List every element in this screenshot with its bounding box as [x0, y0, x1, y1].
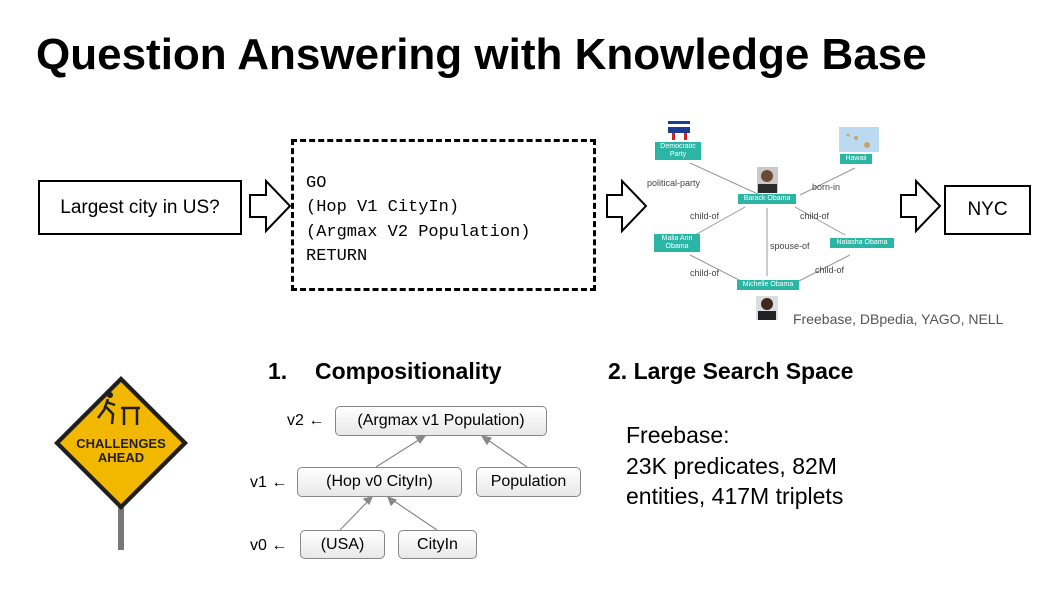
tree-node-hop: (Hop v0 CityIn): [297, 467, 462, 497]
kg-node-malia-ann-obama: Malia Ann Obama: [654, 234, 700, 252]
arrow-program-to-kg: [606, 178, 648, 234]
barack-photo-icon: [757, 167, 778, 193]
hawaii-map-icon: [839, 127, 879, 152]
challenge1-number: 1.: [268, 358, 288, 384]
challenge2-line: 23K predicates, 82M: [626, 453, 837, 479]
kg-edge-spouse-of: spouse-of: [770, 241, 810, 251]
challenge2-line: entities, 417M triplets: [626, 483, 844, 509]
kg-node-democratic-party: Democratic Party: [655, 142, 701, 160]
kb-sources-caption: Freebase, DBpedia, YAGO, NELL: [793, 311, 1004, 327]
kg-node-barack-obama: Barack Obama: [738, 194, 796, 204]
tree-connectors: [339, 435, 528, 531]
answer-box: NYC: [944, 185, 1031, 235]
sign-line: AHEAD: [97, 450, 145, 465]
tree-node-argmax: (Argmax v1 Population): [335, 406, 547, 436]
arrow-question-to-program: [249, 178, 292, 234]
slide-title: Question Answering with Knowledge Base: [36, 30, 927, 79]
michelle-photo-icon: [756, 296, 778, 320]
tree-var-v2: v2 ←: [287, 412, 325, 429]
tree-var-v0: v0 ←: [250, 537, 288, 554]
program-box: GO (Hop V1 CityIn) (Argmax V2 Population…: [291, 139, 596, 291]
question-box: Largest city in US?: [38, 180, 242, 235]
program-line: GO: [306, 174, 327, 193]
challenge2-heading: 2. Large Search Space: [608, 358, 854, 384]
kg-node-michelle-obama: Michelle Obama: [737, 280, 799, 290]
challenges-sign-text: CHALLENGES AHEAD: [62, 437, 180, 465]
kg-edge-born-in: born-in: [812, 182, 841, 192]
tree-node-usa: (USA): [300, 530, 385, 559]
program-line: RETURN: [306, 247, 368, 266]
kg-edge-political-party: political-party: [647, 178, 701, 188]
sign-line: CHALLENGES: [76, 436, 166, 451]
kg-edge-child-of: child-of: [800, 211, 830, 221]
arrow-kg-to-answer: [900, 178, 942, 234]
tree-node-cityin: CityIn: [398, 530, 477, 559]
donkey-icon: [668, 121, 690, 140]
kg-edges: [689, 162, 856, 284]
tree-var-v1: v1 ←: [250, 474, 288, 491]
challenge2-line: Freebase:: [626, 422, 730, 448]
challenge1-heading: Compositionality: [315, 358, 502, 384]
program-line: (Hop V1 CityIn): [306, 198, 460, 217]
question-text: Largest city in US?: [60, 196, 220, 218]
program-line: (Argmax V2 Population): [306, 223, 531, 242]
answer-text: NYC: [967, 199, 1008, 220]
tree-node-population: Population: [476, 467, 581, 497]
challenges-sign-icon: [54, 376, 188, 550]
kg-edge-child-of: child-of: [690, 211, 720, 221]
kg-node-hawaii: Hawaii: [840, 154, 872, 164]
kg-edge-child-of: child-of: [815, 265, 845, 275]
kg-node-natasha-obama: Natasha Obama: [830, 238, 894, 248]
kg-edge-child-of: child-of: [690, 268, 720, 278]
